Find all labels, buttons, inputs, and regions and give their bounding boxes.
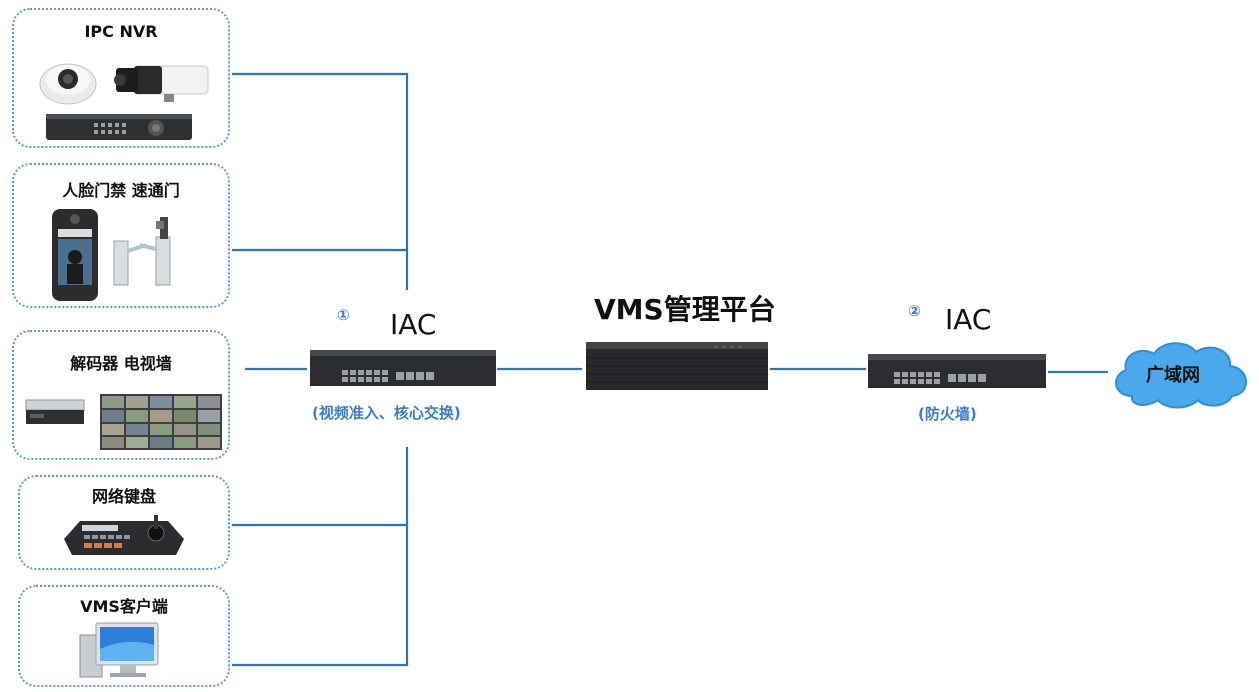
decoder-icon [25, 399, 85, 424]
video-wall-icon [100, 394, 222, 450]
speed-gate-icon [113, 217, 171, 286]
ipc-nvr-group: IPC NVR [12, 8, 230, 148]
face-gate-title: 人脸门禁 速通门 [62, 181, 180, 200]
decoder-wall-title: 解码器 电视墙 [70, 354, 172, 373]
iac2-switch-icon [868, 354, 1046, 388]
vms-client-group: VMS客户端 [18, 585, 230, 687]
iac2-name: IAC [945, 303, 992, 336]
iac1-name: IAC [390, 308, 437, 341]
wan-cloud-icon [1115, 342, 1247, 409]
fisheye-camera-icon [39, 63, 97, 105]
keyboard-title: 网络键盘 [91, 487, 156, 506]
iac2-marker: ② [908, 302, 921, 320]
line-ipc [232, 72, 409, 290]
vms-platform-name: VMS管理平台 [594, 293, 776, 326]
iac1-switch-icon [310, 350, 496, 386]
nvr-recorder-icon [46, 114, 192, 140]
desktop-computer-icon [79, 622, 159, 678]
iac1-marker: ① [337, 306, 350, 324]
iac1-caption: (视频准入、核心交换) [312, 404, 461, 422]
network-keyboard-icon [64, 515, 184, 555]
vms-server-icon [586, 342, 768, 390]
wan-label: 广域网 [1146, 365, 1200, 386]
line-bottom-trunk [232, 447, 409, 667]
ipc-nvr-title: IPC NVR [84, 22, 158, 41]
decoder-wall-group: 解码器 电视墙 [12, 330, 230, 460]
face-terminal-icon [52, 209, 98, 301]
box-camera-icon [114, 65, 209, 102]
keyboard-group: 网络键盘 [18, 475, 230, 570]
face-gate-group: 人脸门禁 速通门 [12, 163, 230, 308]
iac2-caption: (防火墙) [918, 405, 977, 423]
vms-client-title: VMS客户端 [80, 597, 168, 616]
